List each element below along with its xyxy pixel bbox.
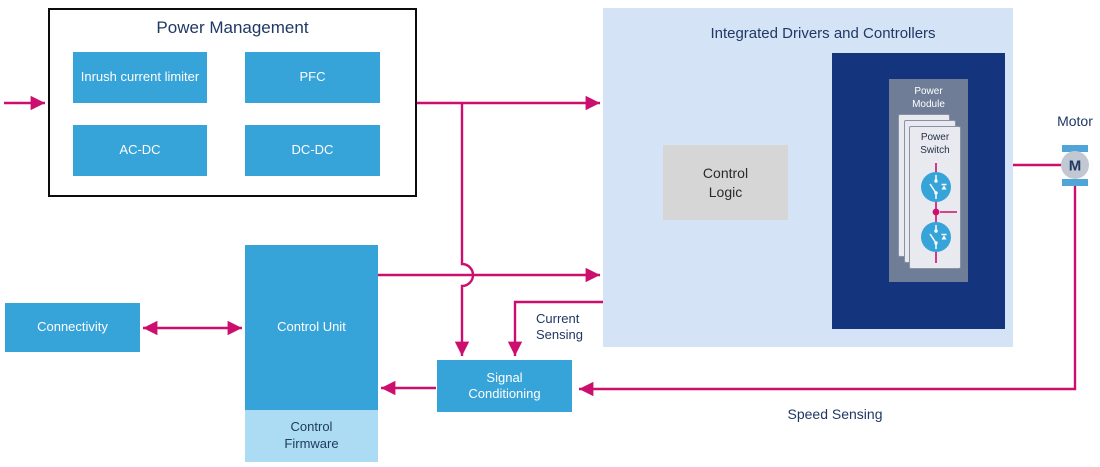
block-label: Control Firmware bbox=[284, 419, 339, 451]
motor-cap-bottom bbox=[1062, 179, 1088, 186]
integrated-drivers-controllers-title: Integrated Drivers and Controllers bbox=[710, 25, 936, 42]
block-label: Signal Conditioning bbox=[468, 369, 541, 401]
block-label: AC-DC bbox=[119, 142, 161, 158]
motor-body bbox=[1061, 151, 1089, 179]
block-ac-dc[interactable]: AC-DC bbox=[73, 125, 207, 176]
pm-to-signal-conditioning-arrow bbox=[454, 104, 475, 356]
motor-cap-top bbox=[1062, 145, 1088, 152]
block-label: Connectivity bbox=[37, 319, 108, 335]
block-dc-dc[interactable]: DC-DC bbox=[245, 125, 380, 176]
block-connectivity[interactable]: Connectivity bbox=[5, 303, 140, 352]
block-label: DC-DC bbox=[291, 142, 334, 158]
block-control-unit[interactable]: Control Unit bbox=[245, 245, 378, 410]
block-label: Control Logic bbox=[702, 165, 749, 200]
block-label: PFC bbox=[299, 69, 326, 85]
block-label: Power Module bbox=[912, 86, 945, 110]
current-sensing-label: Current Sensing bbox=[536, 311, 583, 343]
block-pfc[interactable]: PFC bbox=[245, 52, 380, 103]
motor-label: Motor bbox=[1057, 113, 1093, 129]
motor-symbol[interactable]: M bbox=[1061, 145, 1089, 186]
block-label: Control Unit bbox=[277, 319, 346, 335]
block-control-firmware[interactable]: Control Firmware bbox=[245, 410, 378, 462]
power-management-title: Power Management bbox=[156, 18, 309, 37]
motor-letter: M bbox=[1069, 158, 1082, 175]
block-label: Inrush current limiter bbox=[80, 69, 200, 85]
block-inrush-current-limiter[interactable]: Inrush current limiter bbox=[73, 52, 207, 103]
speed-sensing-label: Speed Sensing bbox=[787, 406, 883, 422]
block-power-switch[interactable]: Power Switch bbox=[909, 126, 961, 269]
block-signal-conditioning[interactable]: Signal Conditioning bbox=[437, 360, 572, 412]
block-label: Power Switch bbox=[920, 132, 950, 156]
block-control-logic[interactable]: Control Logic bbox=[663, 145, 788, 220]
